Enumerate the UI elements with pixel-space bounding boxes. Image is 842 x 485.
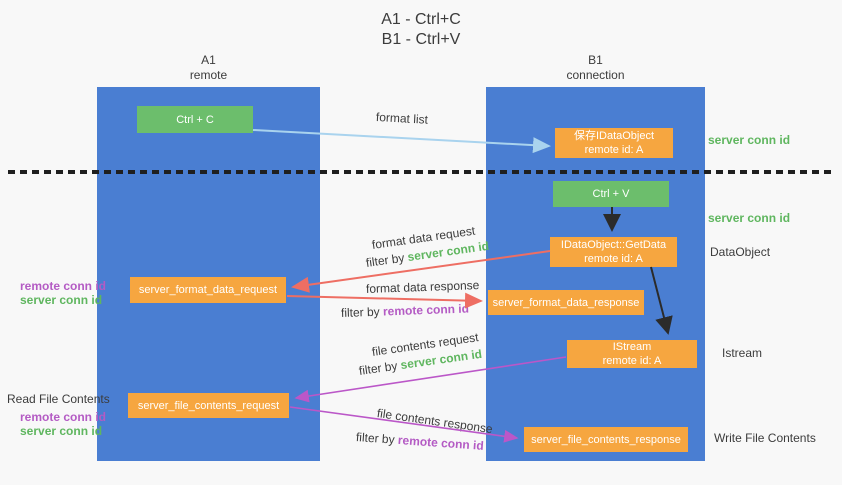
- node-ctrl-c: Ctrl + C: [137, 106, 253, 133]
- node-idataobject-getdata: IDataObject::GetData remote id: A: [550, 237, 677, 267]
- node-server-format-data-request: server_format_data_request: [130, 277, 286, 303]
- node-server-file-contents-response-label: server_file_contents_response: [531, 433, 681, 446]
- left-label-remote-conn-id-top: remote conn id: [20, 279, 107, 293]
- right-label-server-conn-id-mid: server conn id: [708, 211, 791, 225]
- flow-label-format-list: format list: [375, 110, 429, 127]
- column-b1-name: B1: [588, 53, 603, 67]
- filter-by-text-2: filter by: [340, 304, 384, 320]
- right-label-dataobject: DataObject: [710, 245, 771, 259]
- title-line-1: A1 - Ctrl+C: [381, 11, 461, 28]
- node-server-file-contents-request: server_file_contents_request: [128, 393, 289, 418]
- left-label-read-file-contents: Read File Contents: [7, 392, 110, 406]
- filter-id-text-4: remote conn id: [397, 432, 485, 453]
- node-ctrl-v-label: Ctrl + V: [592, 188, 630, 200]
- node-server-file-contents-request-label: server_file_contents_request: [137, 399, 280, 412]
- filter-by-text-1: filter by: [365, 250, 409, 270]
- copy-paste-separator-line: [8, 170, 836, 174]
- left-label-server-conn-id-top: server conn id: [20, 293, 103, 307]
- flow-label-format-data-response: format data response: [365, 278, 480, 296]
- node-ctrl-v: Ctrl + V: [553, 181, 669, 207]
- right-label-write-file-contents: Write File Contents: [714, 431, 816, 445]
- node-server-format-data-response: server_format_data_response: [488, 290, 644, 315]
- filter-by-text-3: filter by: [358, 358, 402, 378]
- column-b1-subtitle: connection: [566, 68, 625, 82]
- flow-label-filter-by-remote-conn-id-2: filter by remote conn id: [356, 430, 485, 453]
- node-getdata-line1: IDataObject::GetData: [560, 239, 667, 251]
- left-label-server-conn-id-bottom: server conn id: [20, 424, 103, 438]
- node-save-idataobject-line2: remote id: A: [584, 144, 644, 156]
- right-label-server-conn-id-top: server conn id: [708, 133, 791, 147]
- filter-id-text-2: remote conn id: [382, 301, 470, 319]
- title-line-2: B1 - Ctrl+V: [381, 31, 461, 48]
- diagram-title: A1 - Ctrl+C B1 - Ctrl+V: [0, 10, 842, 50]
- node-server-format-data-response-label: server_format_data_response: [492, 296, 640, 309]
- node-ctrl-c-label: Ctrl + C: [176, 113, 214, 126]
- column-header-b1: B1 connection: [486, 53, 705, 83]
- column-a1-name: A1: [201, 53, 216, 67]
- node-server-format-data-request-label: server_format_data_request: [138, 284, 278, 296]
- node-save-idataobject-line1: 保存IDataObject: [573, 130, 655, 142]
- filter-by-text-4: filter by: [355, 430, 399, 447]
- node-getdata-line2: remote id: A: [584, 253, 643, 265]
- flow-label-filter-by-remote-conn-id-1: filter by remote conn id: [341, 302, 469, 320]
- node-istream-line2: remote id: A: [602, 355, 662, 367]
- right-label-istream: Istream: [722, 346, 763, 360]
- node-server-file-contents-response: server_file_contents_response: [524, 427, 688, 452]
- column-a1-subtitle: remote: [189, 68, 228, 82]
- node-istream-line1: IStream: [612, 341, 652, 353]
- column-header-a1: A1 remote: [97, 53, 320, 83]
- node-istream: IStream remote id: A: [567, 340, 697, 368]
- node-save-idataobject: 保存IDataObject remote id: A: [555, 128, 673, 158]
- left-label-remote-conn-id-bottom: remote conn id: [20, 410, 107, 424]
